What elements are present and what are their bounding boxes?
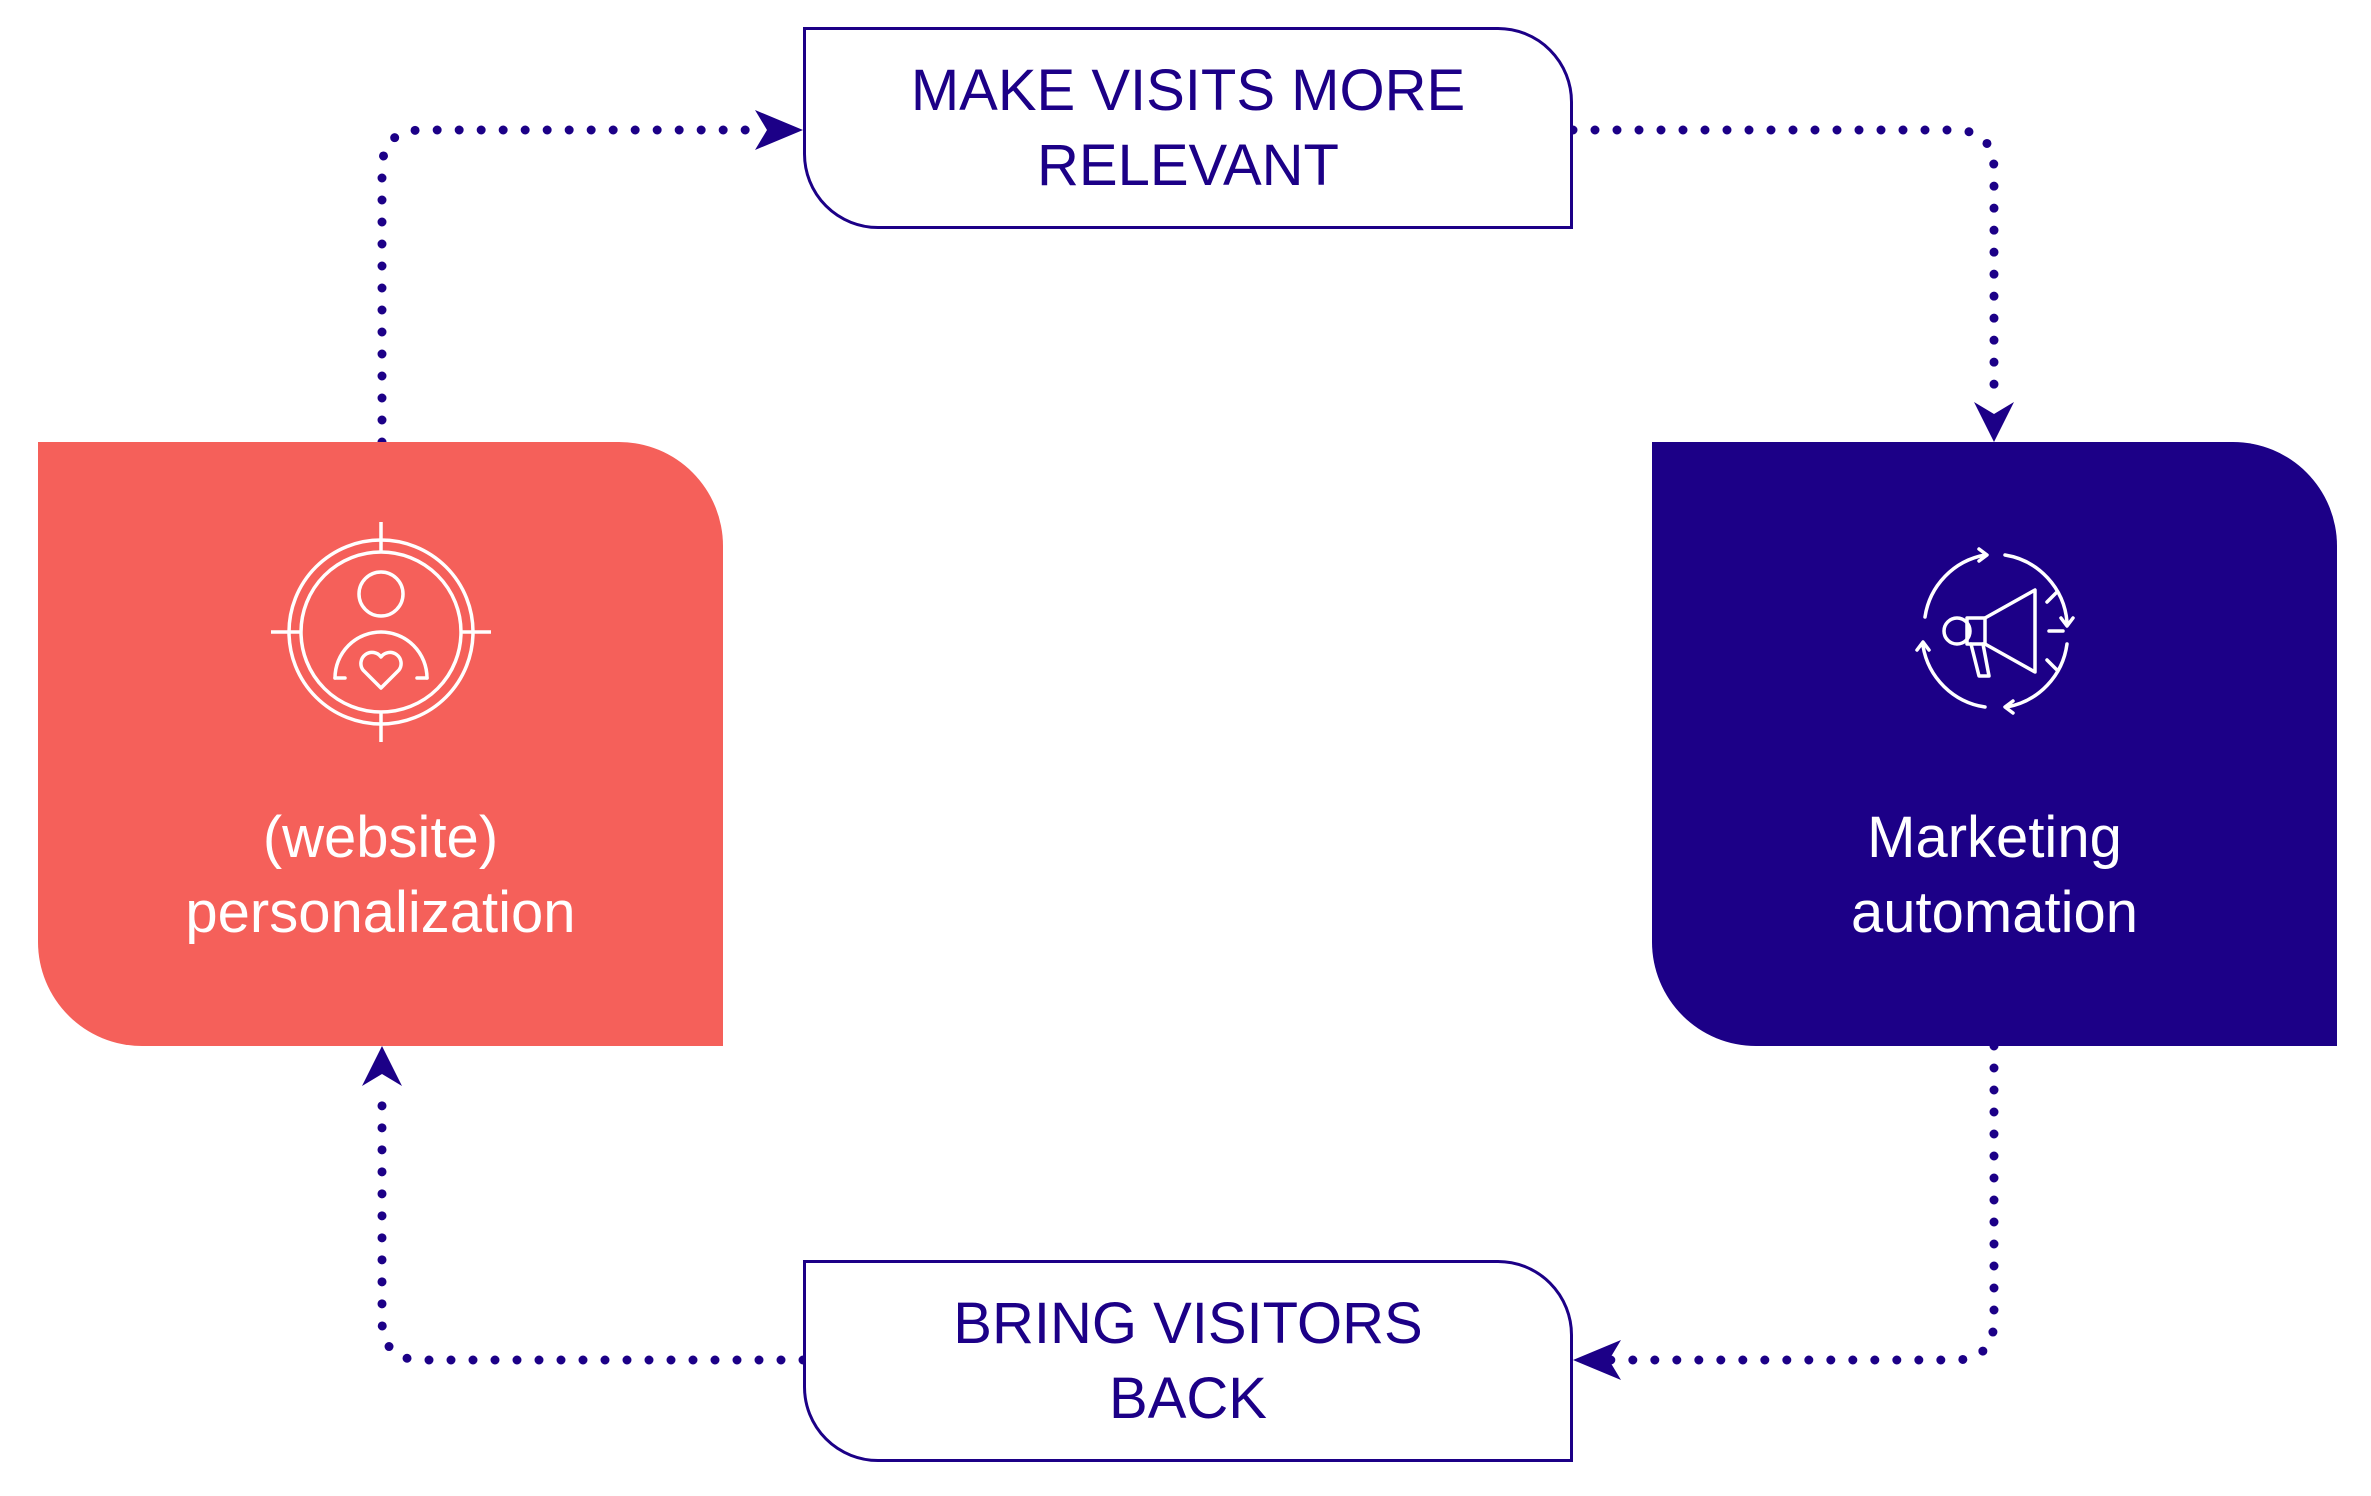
megaphone-cycle-icon [1914,547,2075,715]
connector-personalization-to-relevant [377,125,765,447]
step-bring-visitors-back: BRING VISITORS BACK [803,1260,1573,1462]
connector-relevant-to-automation [1568,125,1999,410]
step-label: MAKE VISITS MORE RELEVANT [910,58,1466,198]
connector-back-to-personalization [377,1080,808,1365]
target-person-heart-icon [270,522,491,742]
node-label: (website) personalization [185,805,576,945]
node-personalization: (website) personalization [38,442,723,1046]
arrowhead-up-icon [362,1046,402,1086]
arrowhead-left-icon [1573,1340,1621,1380]
arrowhead-right-icon [755,110,803,150]
arrowhead-down-icon [1974,402,2014,442]
node-label: Marketing automation [1851,805,2138,945]
connector-automation-to-back [1605,1041,1999,1365]
node-marketing-automation: Marketing automation [1652,442,2337,1046]
step-label: BRING VISITORS BACK [953,1291,1423,1431]
step-make-visits-more-relevant: MAKE VISITS MORE RELEVANT [803,27,1573,229]
